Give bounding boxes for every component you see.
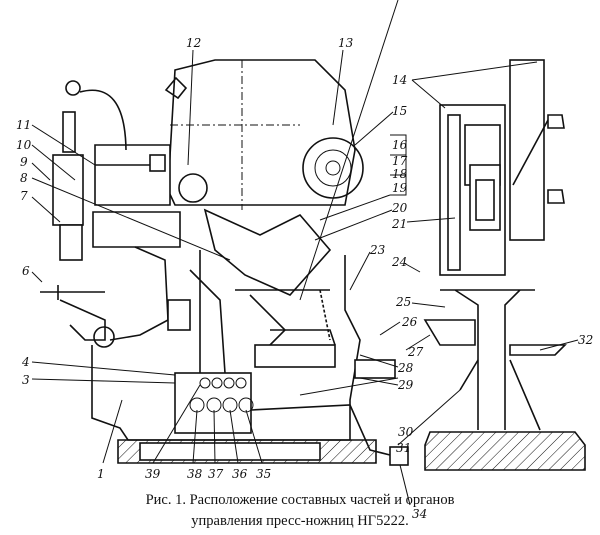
label-31: 31 [396,441,411,455]
figure-caption: Рис. 1. Расположение составных частей и … [0,490,600,532]
label-36: 36 [232,467,248,481]
side-view [423,59,586,471]
label-1: 1 [97,467,105,481]
label-11: 11 [16,118,31,132]
label-16: 16 [392,138,408,152]
caption-line-1: Рис. 1. Расположение составных частей и … [145,492,455,508]
label-34: 34 [412,507,427,521]
press-frame [40,59,409,466]
label-37: 37 [208,467,224,481]
label-35: 35 [256,467,271,481]
label-32: 32 [578,333,593,347]
label-6: 6 [22,264,30,278]
caption-line-2: управления пресс-ножниц НГ5222. [191,513,409,529]
label-19: 19 [392,181,408,195]
label-12: 12 [186,36,201,50]
label-15: 15 [392,104,407,118]
label-10: 10 [16,138,32,152]
label-20: 20 [391,201,408,215]
label-3: 3 [22,373,30,387]
label-28: 28 [397,361,414,375]
label-18: 18 [392,167,408,181]
label-9: 9 [20,155,28,169]
label-26: 26 [401,315,418,329]
label-7: 7 [20,189,28,203]
label-14: 14 [392,73,407,87]
label-24: 24 [391,255,407,269]
label-29: 29 [397,378,414,392]
front-foundation [117,439,377,464]
label-25: 25 [395,295,411,309]
label-27: 27 [407,345,424,359]
label-4: 4 [21,355,30,369]
label-38: 38 [187,467,203,481]
label-30: 30 [398,425,414,439]
leader-lines [31,0,579,506]
label-39: 39 [145,467,161,481]
label-21: 21 [391,217,407,231]
label-13: 13 [338,36,354,50]
part-number-labels: 1 3 4 6 7 8 9 10 11 12 13 14 15 16 17 18… [16,36,593,521]
label-23: 23 [369,243,386,257]
label-17: 17 [392,154,408,168]
label-8: 8 [20,171,28,185]
